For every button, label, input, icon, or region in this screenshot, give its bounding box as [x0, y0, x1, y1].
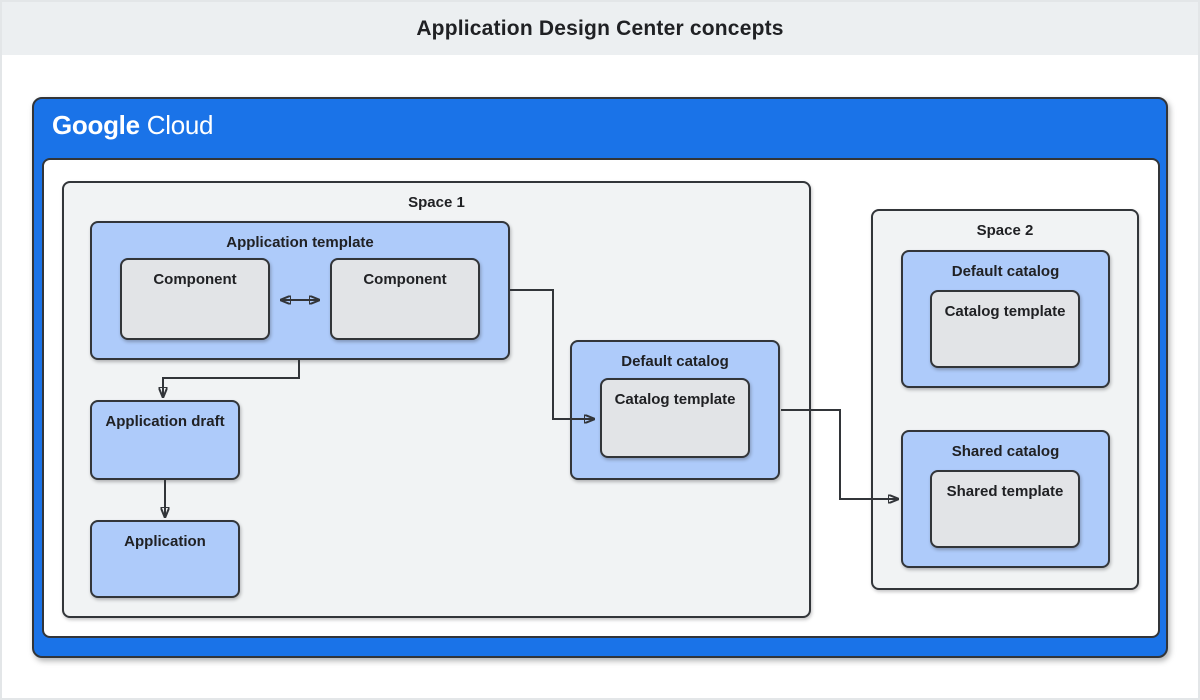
space1-catalog-template-label: Catalog template [614, 391, 736, 408]
component-left-node: Component [120, 258, 270, 340]
space1-default-catalog-label: Default catalog [621, 353, 729, 370]
application-draft-label: Application draft [105, 413, 225, 430]
component-right-node: Component [330, 258, 480, 340]
application-node: Application [90, 520, 240, 598]
logo-text-cloud: Cloud [146, 110, 214, 140]
shared-template-label: Shared template [946, 483, 1064, 500]
space1-label: Space 1 [408, 194, 465, 211]
space1-catalog-template-node: Catalog template [600, 378, 750, 458]
component-right-label: Component [363, 271, 447, 288]
application-draft-node: Application draft [90, 400, 240, 480]
space2-default-catalog-label: Default catalog [951, 263, 1060, 280]
page-title: Application Design Center concepts [416, 16, 784, 40]
application-template-label: Application template [226, 234, 374, 251]
space2-catalog-template-node: Catalog template [930, 290, 1080, 368]
logo-text-google: Google [52, 110, 140, 140]
application-label: Application [124, 533, 206, 550]
title-bar: Application Design Center concepts [2, 2, 1198, 55]
shared-catalog-label: Shared catalog [951, 443, 1060, 460]
space2-label: Space 2 [976, 222, 1034, 239]
component-left-label: Component [153, 271, 237, 288]
shared-template-node: Shared template [930, 470, 1080, 548]
space2-catalog-template-label: Catalog template [944, 303, 1066, 320]
